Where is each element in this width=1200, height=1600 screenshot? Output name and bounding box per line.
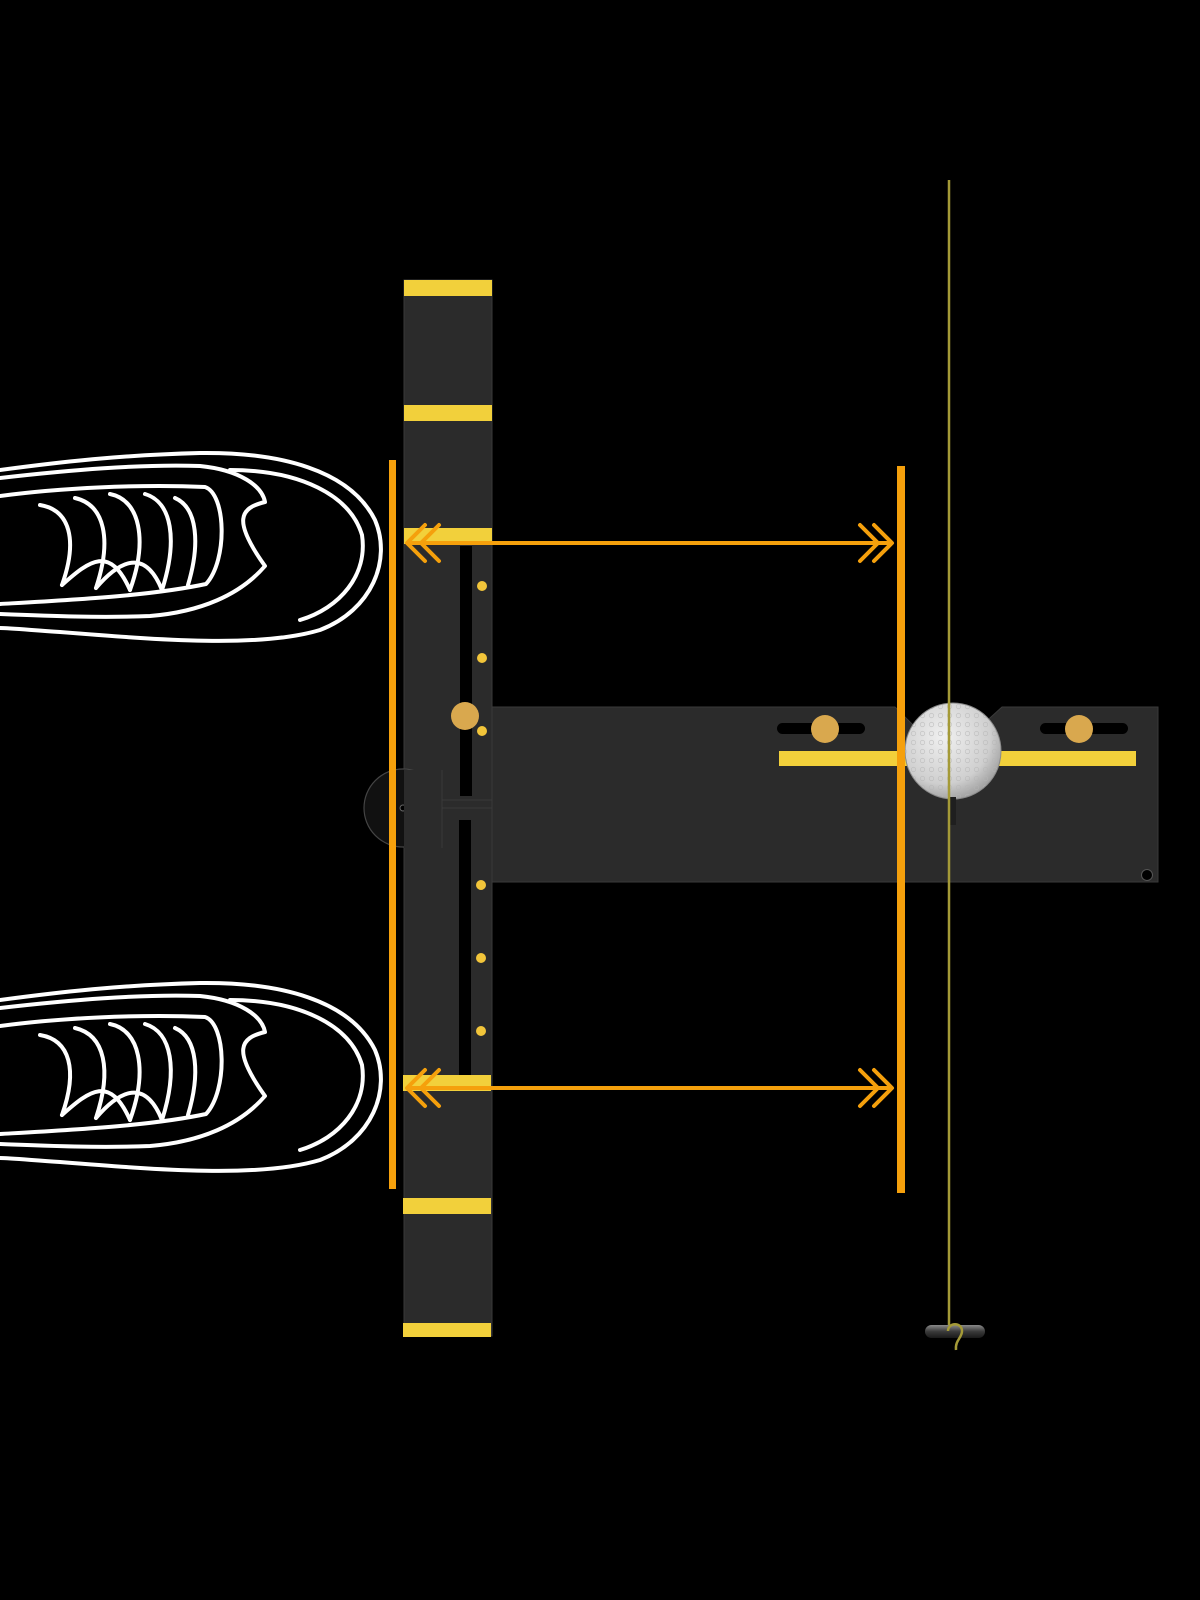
adjustment-knob-icon[interactable] [451,702,479,730]
vertical-board [363,279,493,1337]
ground-peg-icon [925,1323,985,1351]
yellow-dot [476,953,486,963]
board-slot-upper [460,546,472,796]
board-hole [1141,869,1153,881]
yellow-strip-left [779,751,909,766]
yellow-band [404,405,492,421]
yellow-dot [477,581,487,591]
yellow-dot [477,653,487,663]
adjustment-knob-icon[interactable] [1065,715,1093,743]
yellow-dot [476,880,486,890]
yellow-band [404,280,492,296]
horizontal-board [489,706,1159,883]
yellow-band [403,1323,491,1337]
yellow-dot [476,1026,486,1036]
board-slot-lower [459,820,471,1075]
orange-guide-line-left [389,460,396,1189]
double-chevron-arrow-icon [405,1068,894,1108]
adjustment-knob-icon[interactable] [811,715,839,743]
yellow-dot [477,726,487,736]
yellow-band [403,1198,491,1214]
shoe-outline-icon-bottom [0,980,383,1173]
shoe-outline-icon-top [0,450,383,643]
yellow-strip-right [990,751,1136,766]
golf-ball-icon [904,702,1002,825]
orange-guide-line-right [897,466,905,1193]
double-chevron-arrow-icon [405,523,894,563]
